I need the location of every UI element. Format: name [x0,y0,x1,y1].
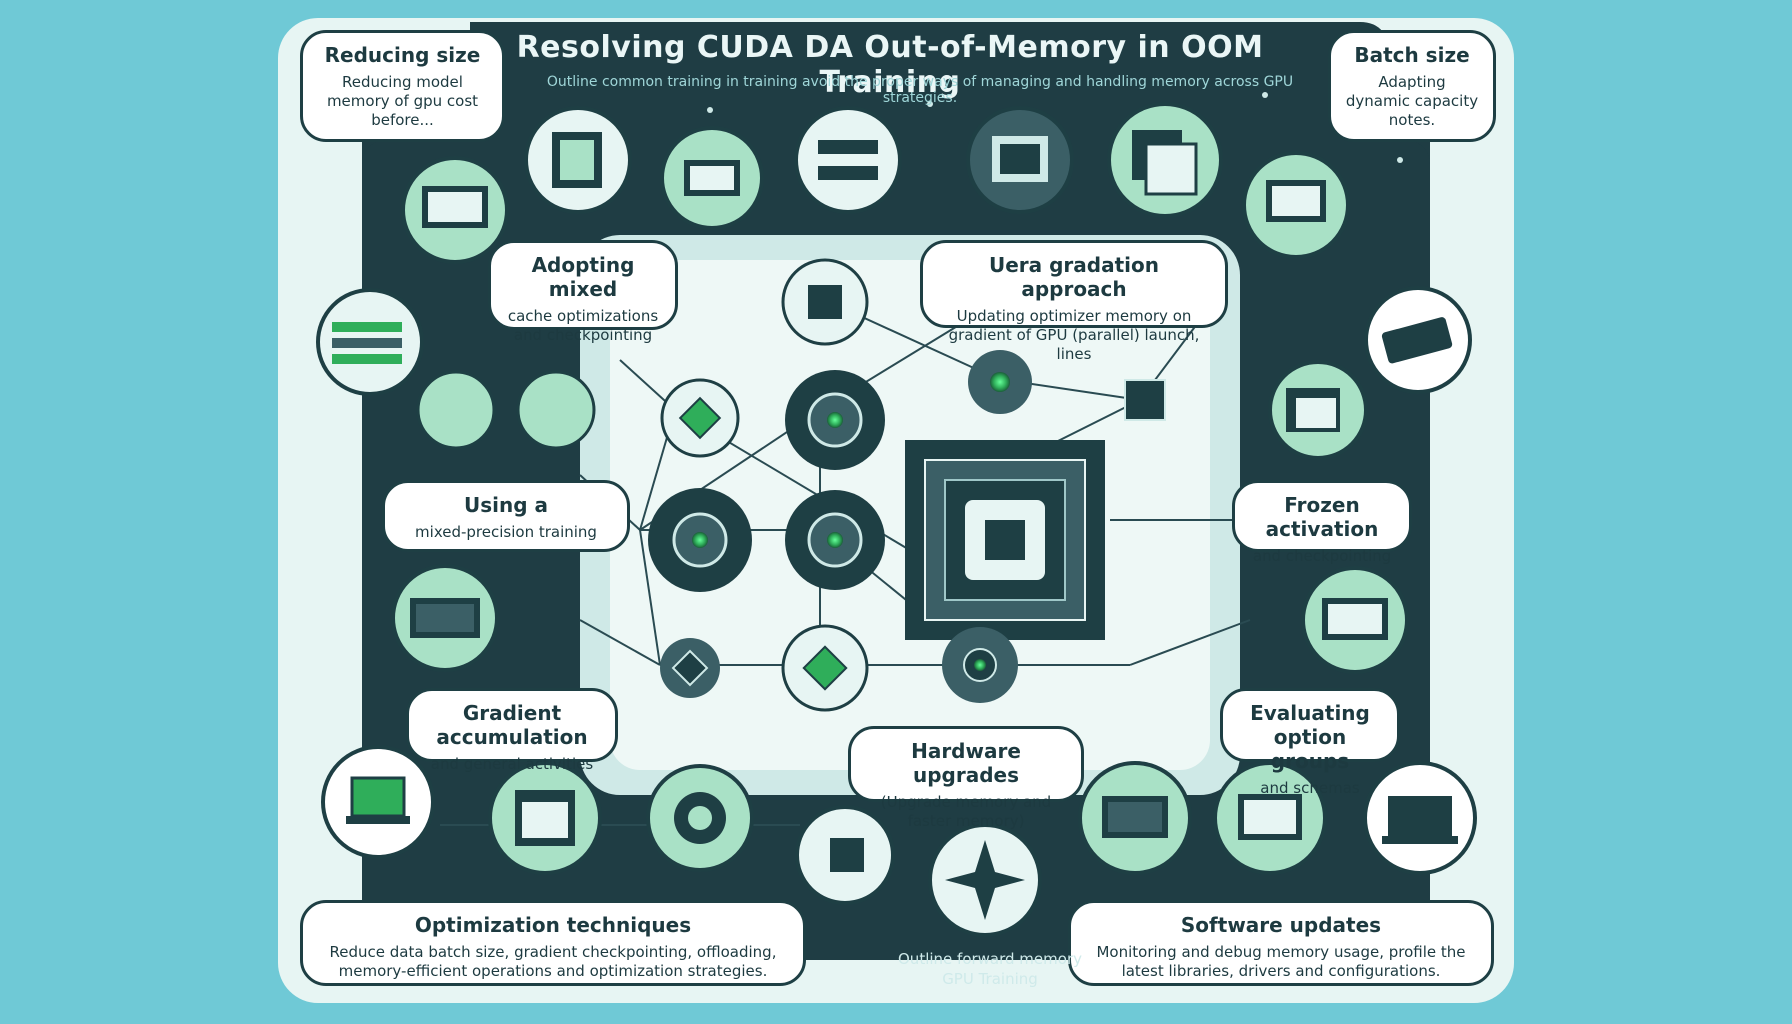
callout-text: Adapting dynamic capacity notes. [1345,73,1479,129]
callout-batch-size: Batch size Adapting dynamic capacity not… [1328,30,1496,142]
callout-heading: Reducing size [324,43,481,67]
callout-text: and checkpointing [1252,547,1392,565]
callout-optimization-techniques: Optimization techniques Reduce data batc… [300,900,806,986]
callout-gradient-approach: Uera gradation approach Updating optimiz… [920,240,1228,363]
network-node [968,350,1032,414]
callout-text: Reduce data batch size, gradient checkpo… [329,943,777,980]
gear-node-4 [942,627,1018,703]
callout-heading: Adopting mixed [531,253,635,301]
callout-heading: Uera gradation approach [988,253,1159,301]
callout-text: cache optimizations and checkpointing [507,307,659,344]
bottom-circle-2 [488,761,602,875]
central-chip-icon [905,440,1105,640]
callout-heading: Gradient accumulation [436,701,588,749]
bottom-circle-compass [928,823,1042,937]
chip-node-small-3 [660,638,720,698]
bottom-circle-3 [1078,761,1192,875]
right-circle-device [1364,286,1472,394]
left-circle-laptop [391,564,499,672]
top-circle-3 [794,106,902,214]
callout-text: Monitoring and debug memory usage, profi… [1096,943,1466,980]
callout-evaluating-options: Evaluating option groups and schemas [1220,688,1400,797]
callout-text: and schemas [1260,779,1360,797]
callout-heading: Optimization techniques [414,913,692,937]
bottom-circle-4 [1213,761,1327,875]
callout-heading: Evaluating option groups [1250,701,1370,773]
callout-text: mixed-precision training [415,523,597,541]
gear-node-3 [785,490,885,590]
callout-text: Reducing model memory of gpu cost before… [326,73,479,129]
bottom-circle-gear [646,764,754,872]
callout-software-updates: Software updates Monitoring and debug me… [1068,900,1494,986]
left-circle-network [416,370,596,450]
bottom-circle-5 [1363,761,1477,875]
callout-heading: Software updates [1180,913,1382,937]
top-circle-1 [524,106,632,214]
square-node-top [781,258,869,346]
gear-node-1 [785,370,885,470]
left-circle-monitor [401,156,509,264]
chip-node-small-2 [781,624,869,712]
callout-gradient-accumulation: Gradient accumulation and general activi… [406,688,618,773]
callout-hardware-upgrades: Hardware upgrades (Upgrade memory and fa… [848,726,1084,830]
top-circle-5 [1107,102,1223,218]
callout-heading: Using a [463,493,548,517]
callout-heading: Batch size [1354,43,1470,67]
right-circle-monitor [1301,566,1409,674]
callout-adopting-mixed: Adopting mixed cache optimizations and c… [488,240,678,344]
right-circle-window [1268,360,1368,460]
window-node-right [1124,379,1166,421]
callout-heading: Hardware upgrades [911,739,1021,787]
bottom-circle-chip [795,805,895,905]
callout-frozen-activation: Frozen activation and checkpointing [1232,480,1412,565]
callout-text: and general activities [430,755,594,773]
chip-node-small-1 [660,378,740,458]
bottom-circle-1 [321,745,435,859]
gear-node-2 [648,488,752,592]
callout-mixed-precision: Using a mixed-precision training [382,480,630,552]
top-circle-6 [1242,151,1350,259]
page-title: Resolving CUDA DA Out-of-Memory in OOM T… [516,30,1264,100]
callout-text: (Upgrade memory and faster memory) [880,793,1052,830]
callout-text: Updating optimizer memory on gradient of… [948,307,1200,363]
top-circle-4 [966,106,1074,214]
bottom-note: Outline forward memory GPU Training [898,950,1082,988]
left-circle-rack [316,288,424,396]
callout-reducing-size: Reducing size Reducing model memory of g… [300,30,505,142]
page-subtitle: Outline common training in training avoi… [546,74,1294,106]
callout-heading: Frozen activation [1265,493,1379,541]
top-circle-2 [660,126,764,230]
